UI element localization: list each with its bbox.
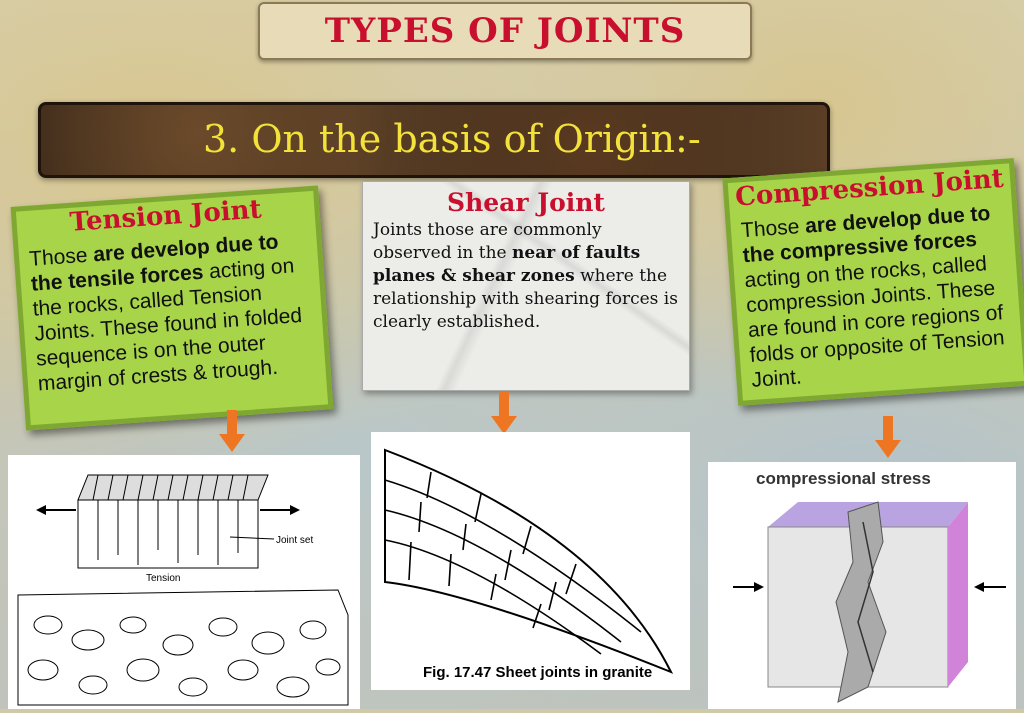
sheet-joint-caption: Fig. 17.47 Sheet joints in granite bbox=[423, 664, 652, 681]
title-box: TYPES OF JOINTS bbox=[258, 2, 752, 60]
compression-joint-card: Compression Joint Those are develop due … bbox=[722, 158, 1024, 406]
compression-text-a: Those bbox=[740, 214, 806, 243]
origin-banner: 3. On the basis of Origin:- bbox=[38, 102, 830, 178]
shear-text: Joints those are commonly observed in th… bbox=[363, 217, 689, 334]
tension-diagram: Joint set Tension bbox=[8, 455, 360, 709]
shear-text-a: Joints those are commonly observed in th… bbox=[373, 220, 602, 263]
shear-title: Shear Joint bbox=[447, 188, 605, 217]
tension-text: Those are develop due to the tensile for… bbox=[18, 221, 327, 403]
compression-caption: compressional stress bbox=[756, 469, 931, 488]
arrow-down-icon bbox=[875, 416, 901, 458]
joint-set-label: Joint set bbox=[276, 535, 313, 546]
compression-text-b: acting on the rocks, called compression … bbox=[743, 252, 1006, 392]
compression-diagram: compressional stress bbox=[708, 462, 1016, 709]
arrow-down-icon bbox=[491, 392, 517, 434]
banner-text: 3. On the basis of Origin:- bbox=[203, 117, 701, 161]
tension-label: Tension bbox=[146, 573, 180, 584]
page-title: TYPES OF JOINTS bbox=[324, 11, 686, 51]
tension-text-a: Those bbox=[28, 243, 95, 271]
compression-text: Those are develop due to the compressive… bbox=[730, 193, 1024, 399]
shear-text-b: where the relationship with shearing for… bbox=[373, 266, 678, 332]
shear-joint-card: Shear Joint Joints those are commonly ob… bbox=[362, 181, 690, 391]
shear-text-bold: near of faults planes & shear zones bbox=[373, 243, 641, 286]
arrow-down-icon bbox=[219, 410, 245, 452]
sheet-joint-diagram: Fig. 17.47 Sheet joints in granite bbox=[371, 432, 690, 690]
tension-joint-card: Tension Joint Those are develop due to t… bbox=[10, 185, 334, 431]
